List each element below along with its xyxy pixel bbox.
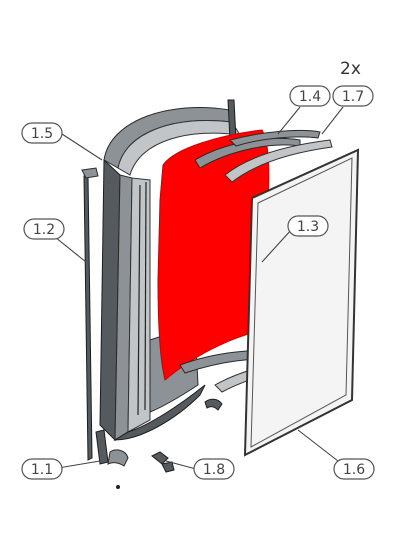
callout-1-3: 1.3	[287, 215, 329, 237]
glass-frame	[243, 148, 360, 457]
callout-1-5: 1.5	[21, 122, 63, 144]
svg-text:1.8: 1.8	[203, 462, 225, 478]
svg-text:1.1: 1.1	[31, 462, 53, 478]
svg-text:1.3: 1.3	[297, 219, 319, 235]
callout-1-1: 1.1	[21, 458, 63, 480]
callout-1-6: 1.6	[333, 458, 375, 480]
side-seal-rod	[81, 167, 99, 461]
svg-text:1.6: 1.6	[343, 462, 365, 478]
callout-1-8: 1.8	[193, 458, 235, 480]
callout-1-2: 1.2	[23, 218, 65, 240]
svg-text:1.5: 1.5	[31, 126, 53, 142]
upper-curved-trims	[194, 129, 333, 183]
quantity-note: 2x	[340, 59, 361, 79]
bottom-hinge-parts	[95, 429, 175, 489]
callout-1-4: 1.4	[289, 85, 331, 107]
svg-text:1.7: 1.7	[342, 89, 364, 105]
callout-1-7: 1.7	[332, 85, 374, 107]
svg-text:1.4: 1.4	[299, 89, 321, 105]
leader-lines	[44, 106, 344, 470]
svg-text:1.2: 1.2	[33, 222, 55, 238]
